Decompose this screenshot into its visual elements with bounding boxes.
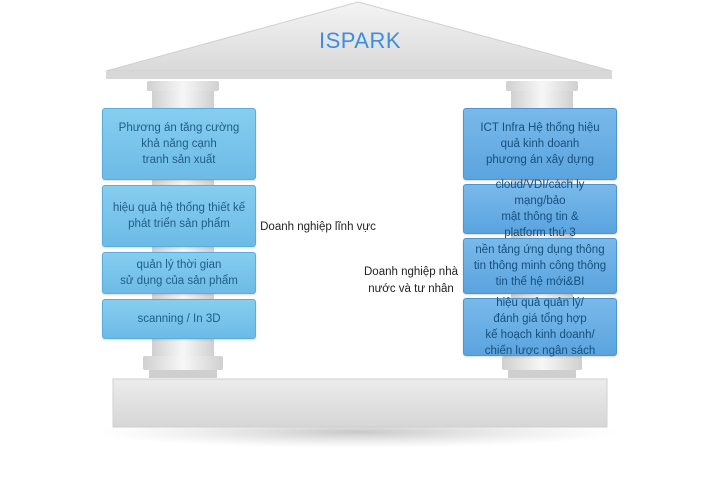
left-box-2: hiệu quả hệ thống thiết kế phát triển sả… (102, 185, 256, 247)
page-title: ISPARK (318, 28, 402, 53)
left-box-3: quản lý thời gian sử dụng của sản phẩm (102, 252, 256, 294)
right-pillar-base (502, 356, 582, 370)
right-box-1: ICT Infra Hệ thống hiệu quả kinh doanh p… (463, 108, 617, 180)
right-capital (506, 81, 578, 91)
left-pillar-base (143, 356, 223, 370)
right-box-2: cloud/VDI/cách ly mạng/bảo mật thông tin… (463, 179, 617, 239)
right-box-3: nền tảng ứng dụng thông tin thông minh c… (463, 238, 617, 294)
left-category-label: Doanh nghiệp lĩnh vực (260, 221, 376, 233)
temple-base (112, 378, 608, 428)
left-capital (147, 81, 219, 91)
right-category-label: Doanh nghiệp nhà nước và tư nhân (364, 266, 458, 295)
right-box-4: hiệu quả quản lý/ đánh giá tổng hợp kế h… (463, 297, 617, 357)
roof-beam (106, 71, 612, 79)
left-box-4: scanning / In 3D (102, 299, 256, 339)
left-box-1: Phương án tăng cường khả năng cạnh tranh… (102, 108, 256, 180)
